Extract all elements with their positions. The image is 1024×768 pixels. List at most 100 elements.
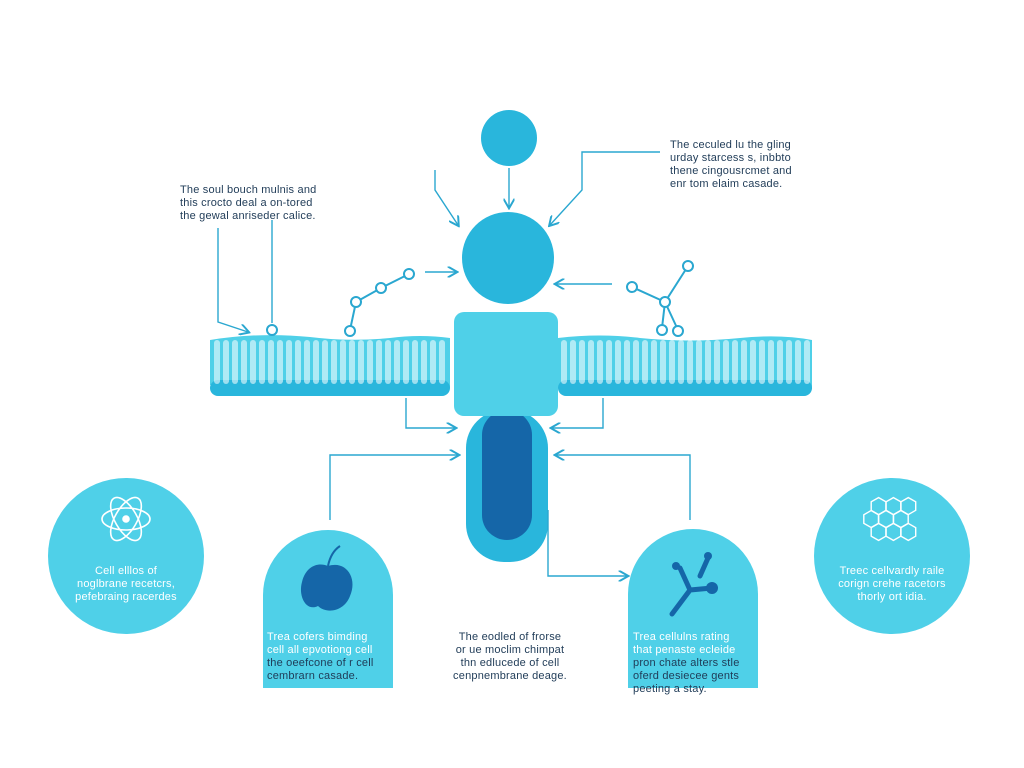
lipid-stripe bbox=[412, 340, 418, 384]
lipid-stripe bbox=[597, 340, 603, 384]
lipid-stripe bbox=[687, 340, 693, 384]
hexagon-cell bbox=[870, 522, 887, 542]
lipid-stripe bbox=[606, 340, 612, 384]
lipid-stripe bbox=[579, 340, 585, 384]
card-line: oferd desiecee gents bbox=[633, 670, 740, 682]
lipid-stripe bbox=[750, 340, 756, 384]
lipid-stripe bbox=[633, 340, 639, 384]
card-line: noglbrane recetcrs, bbox=[77, 578, 175, 590]
lipid-stripe bbox=[777, 340, 783, 384]
signal-molecule bbox=[481, 110, 537, 166]
lipid-stripe bbox=[678, 340, 684, 384]
lipid-stripe bbox=[669, 340, 675, 384]
ligand-circle bbox=[462, 212, 554, 304]
annotation-line: urday starcess s, inbbto bbox=[670, 152, 791, 164]
lipid-stripe bbox=[277, 340, 283, 384]
molecule-icon bbox=[669, 552, 718, 617]
lipid-stripe bbox=[286, 340, 292, 384]
card-line: pefebraing racerdes bbox=[75, 591, 177, 603]
lipid-stripe bbox=[430, 340, 436, 384]
hexagon-cell bbox=[870, 496, 887, 516]
card-right-arch-text: Trea cellulns rating that penaste ecleid… bbox=[633, 631, 735, 657]
lipid-stripe bbox=[705, 340, 711, 384]
card-right-arch-text-below: pron chate alters stle oferd desiecee ge… bbox=[633, 657, 740, 696]
membrane-lipids-left bbox=[214, 340, 445, 384]
annotation-line: The soul bouch mulnis and bbox=[180, 184, 317, 196]
annotation-line: The ceculed lu the gling bbox=[670, 139, 791, 151]
card-line: Trea cellulns rating bbox=[633, 631, 730, 643]
lipid-stripe bbox=[795, 340, 801, 384]
lipid-stripe bbox=[570, 340, 576, 384]
lipid-stripe bbox=[376, 340, 382, 384]
lipid-stripe bbox=[660, 340, 666, 384]
connector-lines bbox=[217, 151, 691, 576]
lipid-stripe bbox=[394, 340, 400, 384]
annotation-line: or ue moclim chimpat bbox=[455, 644, 565, 656]
card-line: peeting a stay. bbox=[633, 683, 707, 695]
annotation-top-left: The soul bouch mulnis and this crocto de… bbox=[180, 184, 316, 223]
card-line: pron chate alters stle bbox=[633, 657, 740, 669]
lipid-stripe bbox=[786, 340, 792, 384]
card-line: Cell elllos of bbox=[94, 565, 158, 577]
annotation-top-right: The ceculed lu the gling urday starcess … bbox=[670, 139, 792, 191]
lipid-stripe bbox=[615, 340, 621, 384]
annotation-line: thn edlucede of cell bbox=[460, 657, 560, 669]
lipid-stripe bbox=[642, 340, 648, 384]
card-line: corign crehe racetors bbox=[838, 578, 946, 590]
hexagon-cluster-icon bbox=[863, 496, 917, 542]
lipid-stripe bbox=[723, 340, 729, 384]
lipid-stripe bbox=[732, 340, 738, 384]
lipid-stripe bbox=[741, 340, 747, 384]
card-left-arch-text-below: the oeefcone of r cell cembrarn casade. bbox=[267, 657, 374, 683]
lipid-stripe bbox=[403, 340, 409, 384]
receptor-protein bbox=[454, 312, 558, 562]
lipid-stripe bbox=[385, 340, 391, 384]
lipid-stripe bbox=[313, 340, 319, 384]
lipid-stripe bbox=[768, 340, 774, 384]
chain-molecule-left bbox=[266, 268, 415, 337]
annotation-line: cenpnembrane deage. bbox=[453, 670, 567, 682]
lipid-stripe bbox=[232, 340, 238, 384]
atom-icon bbox=[101, 496, 151, 542]
lipid-stripe bbox=[250, 340, 256, 384]
lipid-stripe bbox=[651, 340, 657, 384]
lipid-stripe bbox=[561, 340, 567, 384]
lipid-stripe bbox=[367, 340, 373, 384]
hexagon-cell bbox=[900, 522, 917, 542]
annotation-line: The eodled of frorse bbox=[458, 631, 562, 643]
lipid-stripe bbox=[624, 340, 630, 384]
lipid-stripe bbox=[759, 340, 765, 384]
info-card-right-circle bbox=[814, 478, 970, 634]
card-right-circle-text: Treec cellvardly raile corign crehe race… bbox=[822, 565, 962, 604]
lipid-stripe bbox=[714, 340, 720, 384]
lipid-stripe bbox=[349, 340, 355, 384]
annotation-line: thene cingousrcmet and bbox=[670, 165, 792, 177]
annotation-line: the gewal anriseder calice. bbox=[180, 210, 316, 222]
card-line: thorly ort idia. bbox=[857, 591, 927, 603]
lipid-stripe bbox=[588, 340, 594, 384]
lipid-stripe bbox=[259, 340, 265, 384]
card-left-arch-text: Trea cofers bimding cell all epvotiong c… bbox=[267, 631, 373, 657]
annotation-bottom-center: The eodled of frorse or ue moclim chimpa… bbox=[440, 631, 580, 683]
card-line: Treec cellvardly raile bbox=[839, 565, 945, 577]
lipid-stripe bbox=[295, 340, 301, 384]
apple-icon bbox=[300, 545, 353, 611]
lipid-stripe bbox=[358, 340, 364, 384]
card-line: cell all epvotiong cell bbox=[267, 644, 373, 656]
annotation-line: this crocto deal a on-tored bbox=[180, 197, 313, 209]
card-line: cembrarn casade. bbox=[267, 670, 359, 682]
lipid-stripe bbox=[696, 340, 702, 384]
card-line: the oeefcone of r cell bbox=[267, 657, 374, 669]
lipid-stripe bbox=[268, 340, 274, 384]
card-left-circle-text: Cell elllos of noglbrane recetcrs, pefeb… bbox=[56, 565, 196, 604]
info-card-left-circle bbox=[48, 478, 204, 634]
info-card-right-arch bbox=[628, 529, 758, 688]
annotation-line: enr tom elaim casade. bbox=[670, 178, 783, 190]
card-line: that penaste ecleide bbox=[633, 644, 736, 656]
card-line: Trea cofers bimding bbox=[267, 631, 368, 643]
lipid-stripe bbox=[322, 340, 328, 384]
lipid-stripe bbox=[223, 340, 229, 384]
lipid-stripe bbox=[304, 340, 310, 384]
lipid-stripe bbox=[439, 340, 445, 384]
